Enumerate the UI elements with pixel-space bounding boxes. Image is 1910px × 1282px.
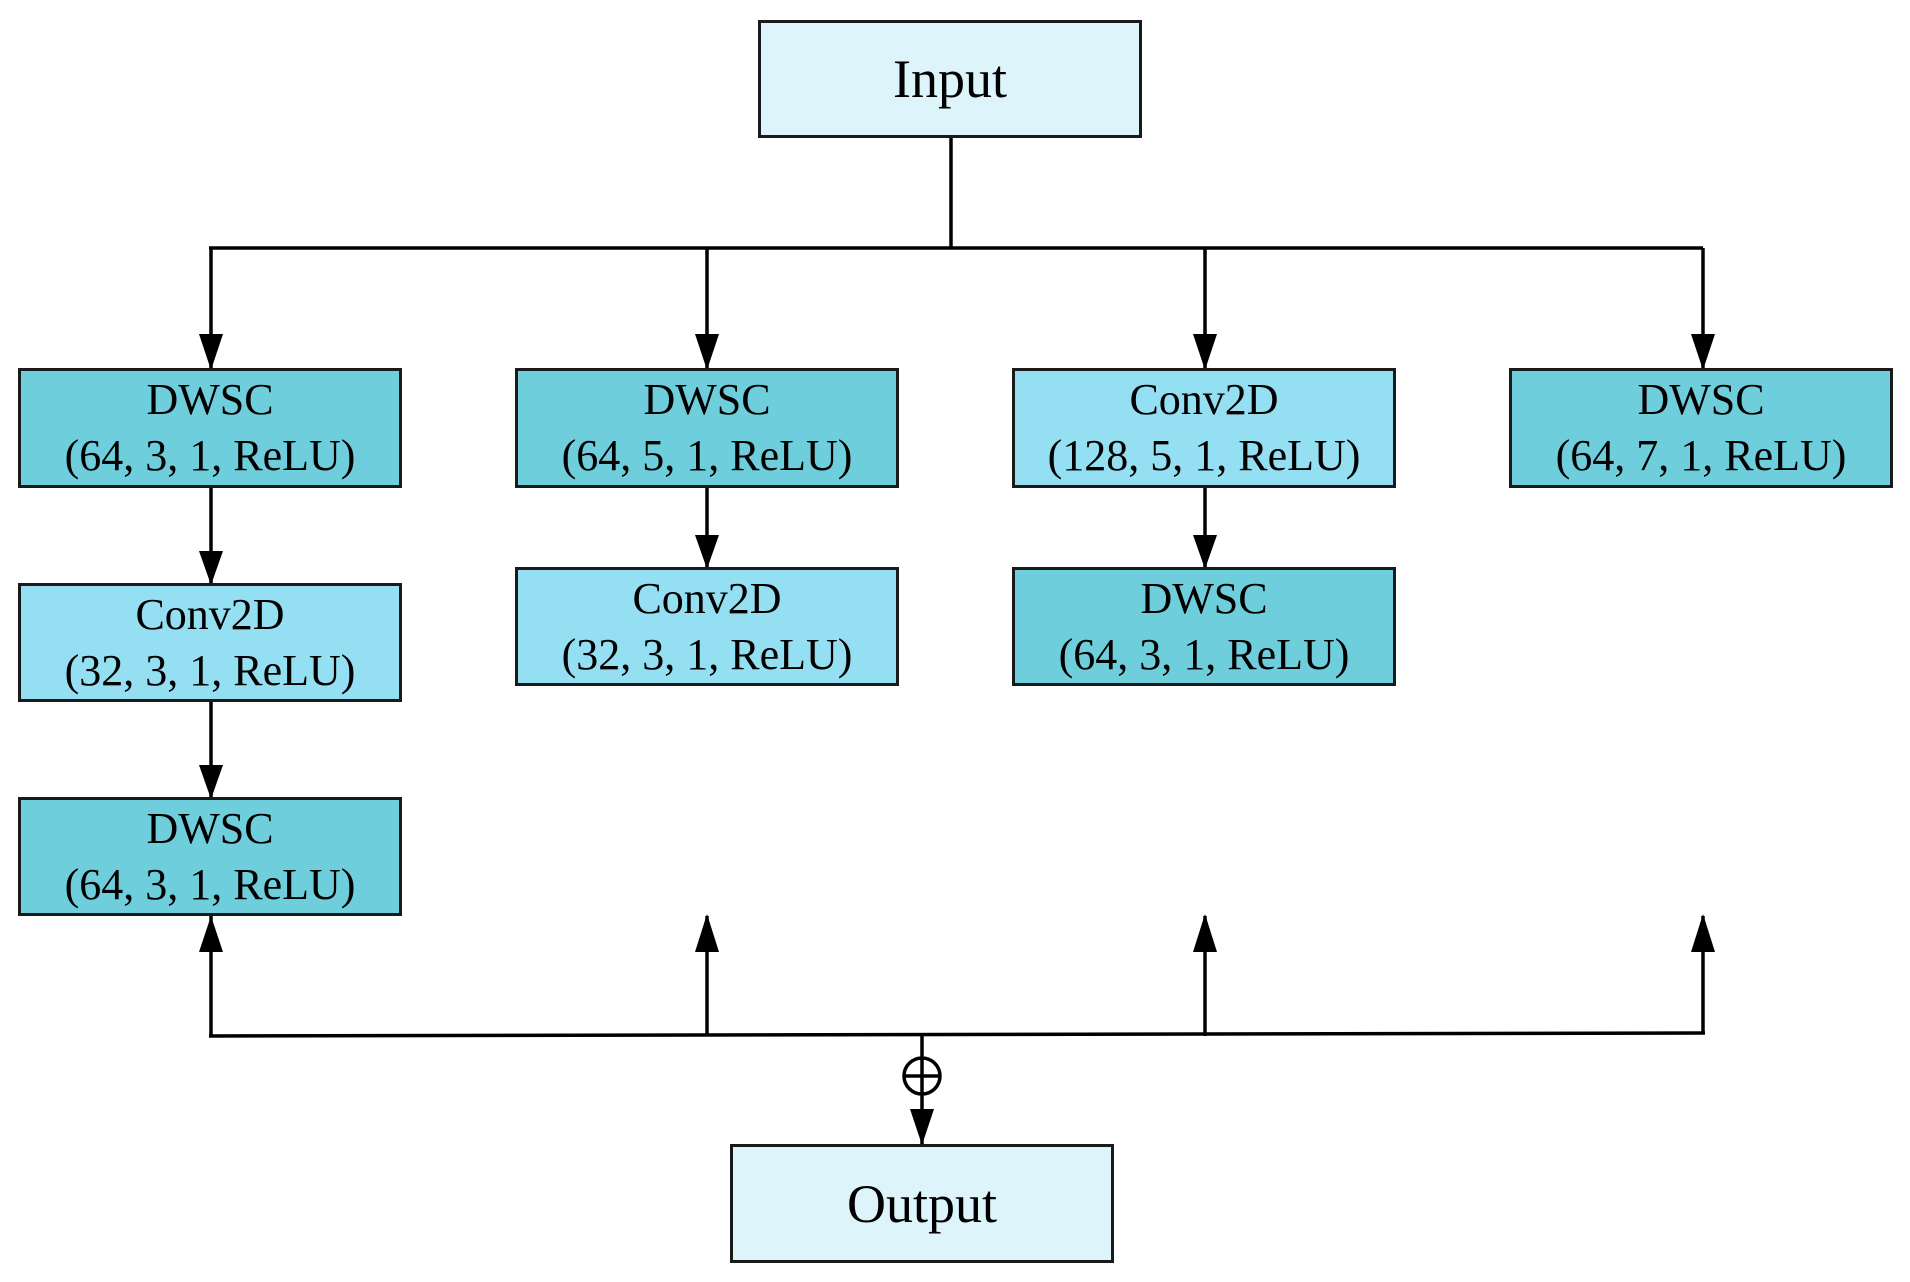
- arrowhead-up-branch-2: [695, 914, 719, 952]
- block-type: Conv2D: [1129, 375, 1279, 424]
- block-type: Conv2D: [632, 573, 782, 623]
- block-params: (64, 3, 1, ReLU): [64, 431, 356, 480]
- branch-1-block-3: DWSC (64, 3, 1, ReLU): [18, 797, 402, 916]
- arrowhead-down-branch-4: [1691, 334, 1715, 370]
- branch-1-block-2: Conv2D (32, 3, 1, ReLU): [18, 583, 402, 702]
- input-label: Input: [893, 49, 1007, 109]
- branch-2-block-1: DWSC (64, 5, 1, ReLU): [515, 368, 899, 488]
- arrowhead-down-output: [910, 1109, 934, 1145]
- branch-2-block-2: Conv2D (32, 3, 1, ReLU): [515, 567, 899, 686]
- output-label: Output: [846, 1173, 997, 1234]
- arrowhead-up-branch-4: [1691, 914, 1715, 952]
- block-type: DWSC: [1637, 375, 1765, 424]
- block-params: (32, 3, 1, ReLU): [561, 629, 853, 679]
- arrowhead-down-branch-1: [199, 334, 223, 370]
- branch-3-block-2: DWSC (64, 3, 1, ReLU): [1012, 567, 1396, 686]
- branch-3-block-1: Conv2D (128, 5, 1, ReLU): [1012, 368, 1396, 488]
- arrowhead-down-branch-2: [695, 334, 719, 370]
- block-params: (128, 5, 1, ReLU): [1047, 431, 1361, 480]
- block-type: DWSC: [146, 803, 274, 853]
- block-type: DWSC: [1140, 573, 1268, 623]
- add-operator-icon: [902, 1056, 942, 1096]
- block-params: (64, 5, 1, ReLU): [561, 431, 853, 480]
- output-box: Output: [730, 1144, 1114, 1263]
- arrowhead-down-branch-3: [1193, 334, 1217, 370]
- block-params: (64, 3, 1, ReLU): [1058, 629, 1350, 679]
- block-params: (64, 7, 1, ReLU): [1555, 431, 1847, 480]
- block-type: Conv2D: [135, 589, 285, 639]
- arrowhead-up-branch-3: [1193, 914, 1217, 952]
- block-params: (32, 3, 1, ReLU): [64, 645, 356, 695]
- branch-4-block-1: DWSC (64, 7, 1, ReLU): [1509, 368, 1893, 488]
- arrowhead-up-branch-1: [199, 916, 223, 952]
- merge-bus: [208, 1031, 1706, 1038]
- input-box: Input: [758, 20, 1142, 138]
- arrowhead-branch-1-step-2: [199, 765, 223, 799]
- block-type: DWSC: [643, 375, 771, 424]
- arrowhead-branch-3-step-1: [1193, 535, 1217, 569]
- block-type: DWSC: [146, 375, 274, 424]
- arrowhead-branch-1-step-1: [199, 551, 223, 585]
- block-params: (64, 3, 1, ReLU): [64, 859, 356, 909]
- branch-1-block-1: DWSC (64, 3, 1, ReLU): [18, 368, 402, 488]
- arrowhead-branch-2-step-1: [695, 535, 719, 569]
